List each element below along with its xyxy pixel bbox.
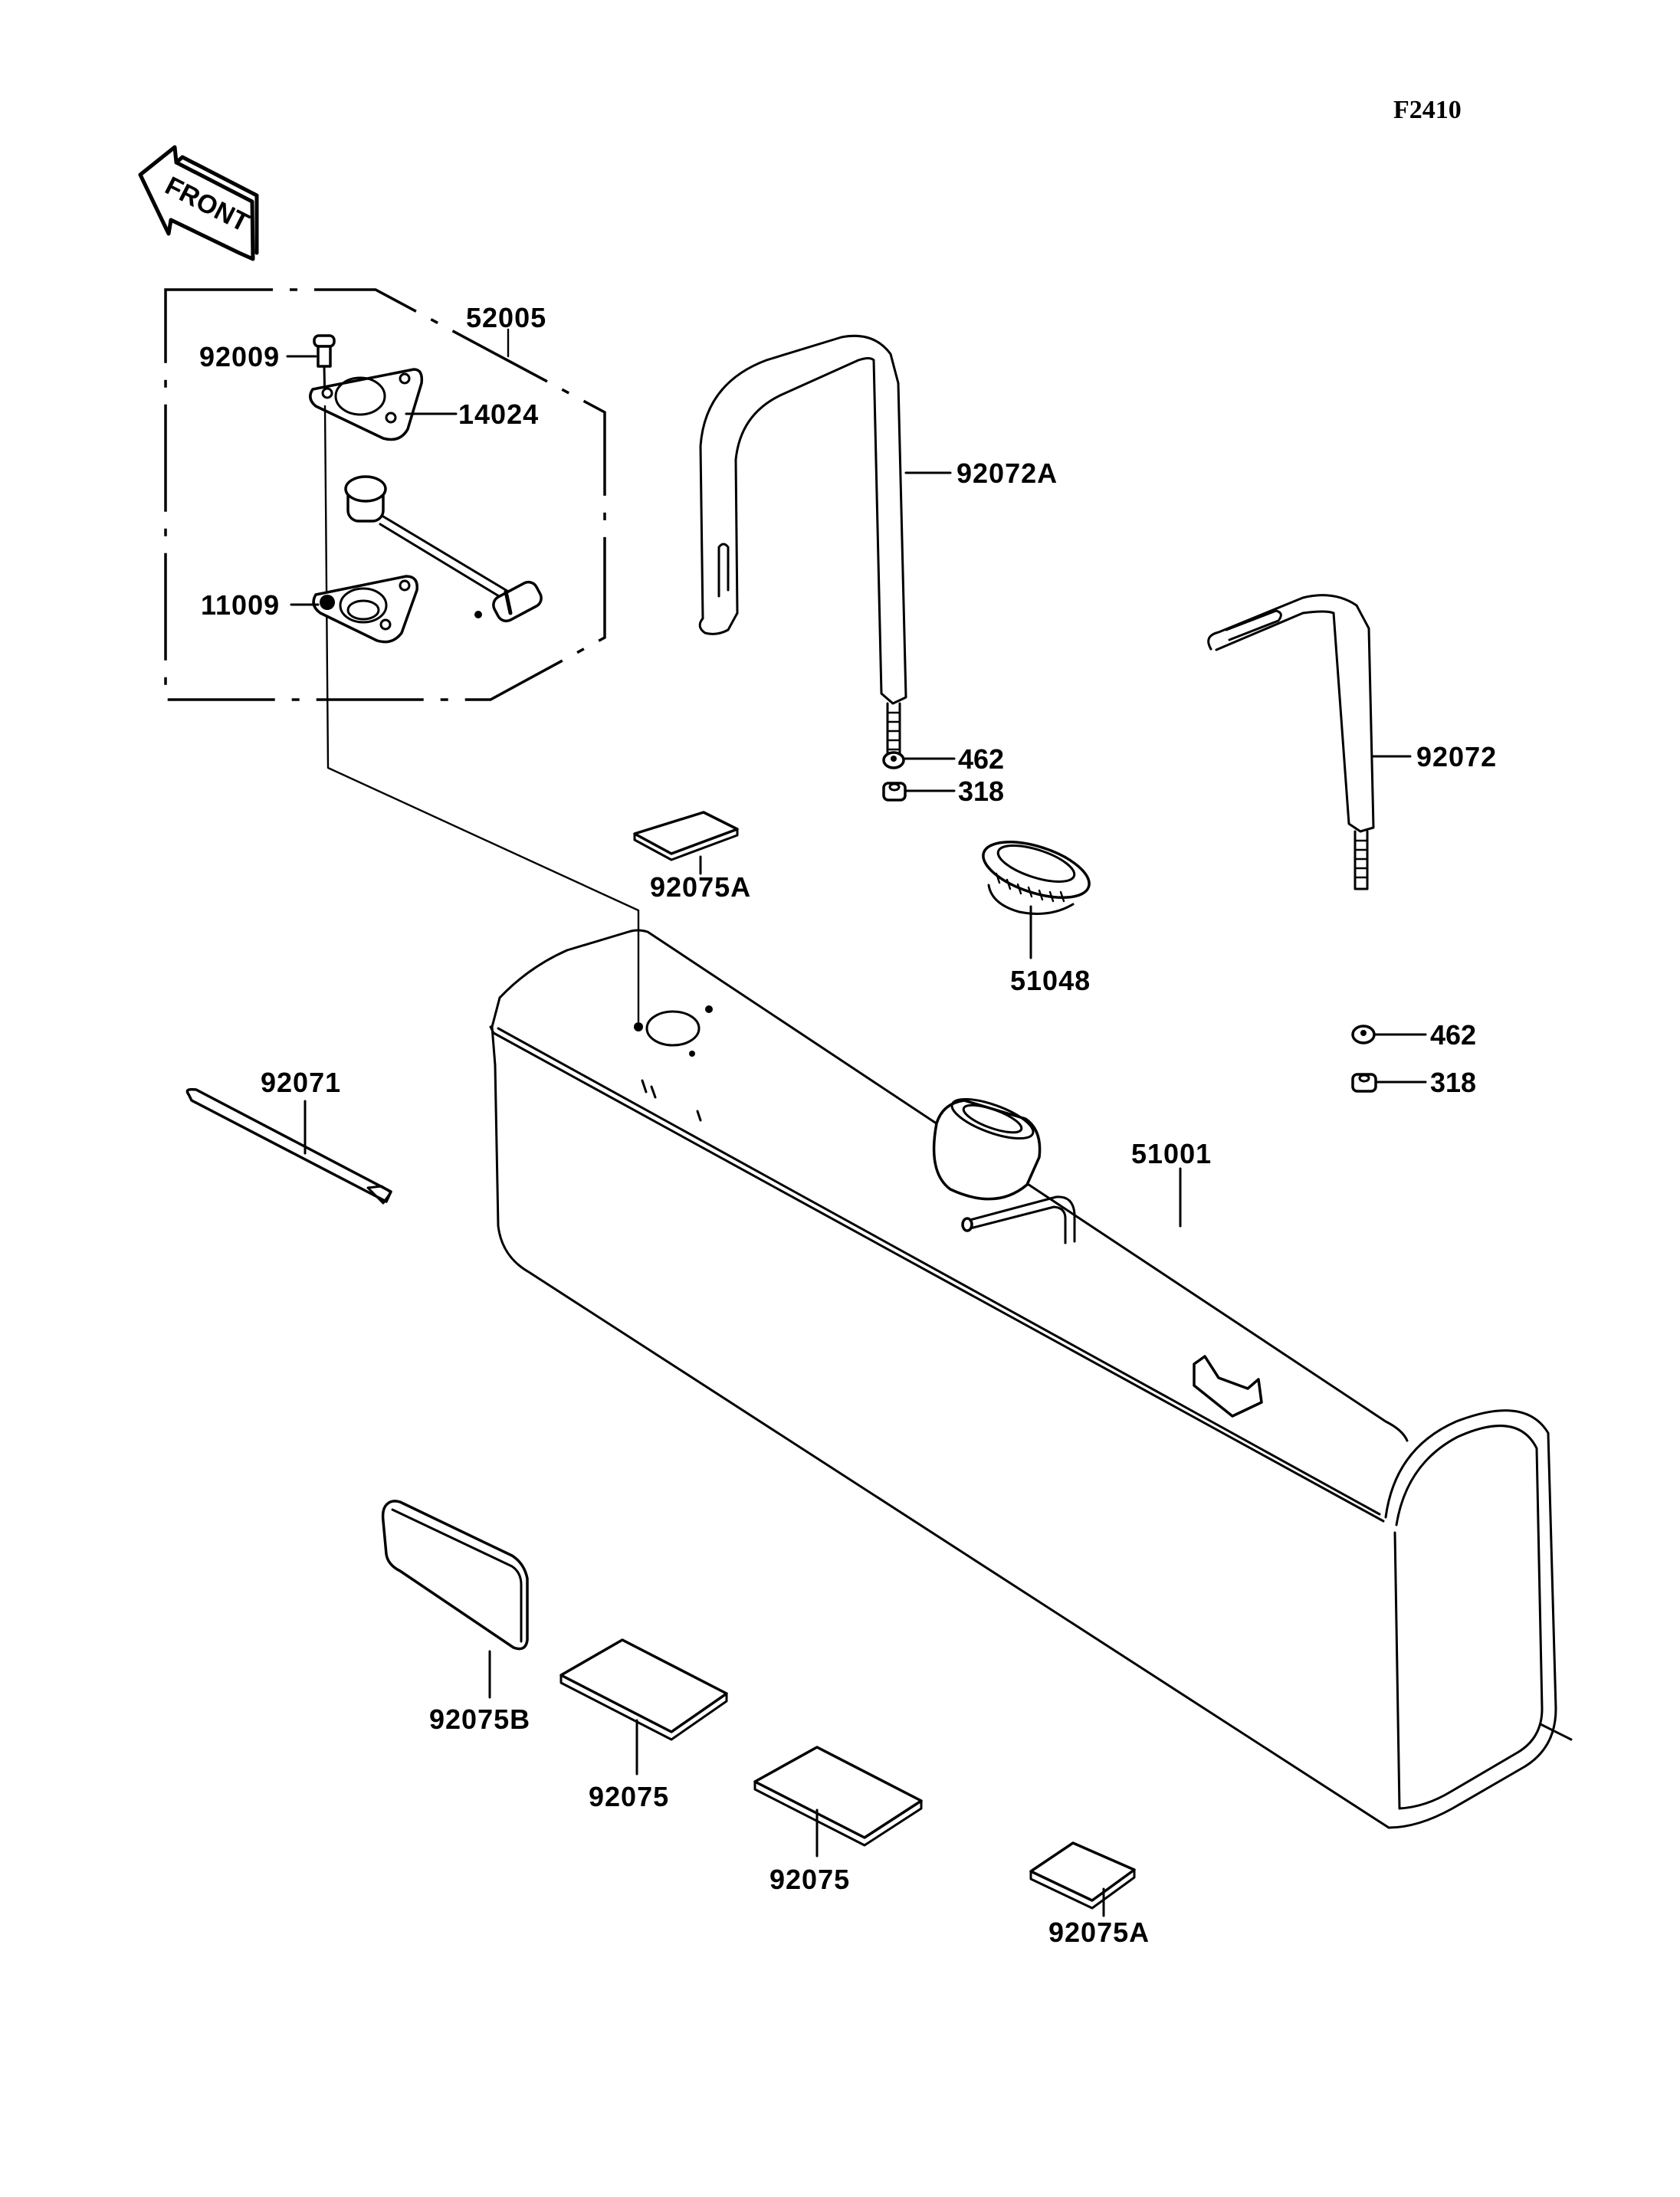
pad-92075-first	[559, 1638, 728, 1741]
callout-92072: 92072	[1416, 741, 1497, 772]
band-92072A	[698, 334, 907, 760]
callout-92075A-top: 92075A	[650, 871, 751, 903]
nut-318-left	[882, 782, 907, 802]
strip-92071	[185, 1087, 392, 1205]
callout-462-left: 462	[958, 743, 1004, 775]
callout-92072A: 92072A	[956, 457, 1058, 489]
band-92072	[1207, 594, 1375, 890]
nut-318-right	[1351, 1073, 1377, 1093]
pad-92075B	[381, 1500, 529, 1651]
callout-92009: 92009	[199, 341, 280, 372]
pad-92075A-top	[633, 811, 739, 861]
pad-92075-second	[753, 1746, 923, 1847]
callout-51001: 51001	[1131, 1138, 1212, 1169]
washer-462-right	[1351, 1025, 1376, 1044]
callout-318-left: 318	[958, 776, 1004, 807]
callout-11009: 11009	[201, 589, 280, 621]
plate-14024	[309, 368, 424, 441]
callout-92075-first: 92075	[589, 1781, 669, 1812]
callout-92075B: 92075B	[429, 1703, 530, 1735]
callout-92075A-bottom: 92075A	[1048, 1917, 1150, 1948]
callout-92075-second: 92075	[769, 1864, 850, 1895]
callout-51048: 51048	[1010, 965, 1091, 996]
tank-51001	[489, 929, 1573, 1829]
callout-52005: 52005	[466, 302, 546, 333]
callout-318-right: 318	[1430, 1067, 1476, 1098]
gasket-11009	[312, 575, 418, 644]
callout-14024: 14024	[458, 398, 539, 430]
callout-462-right: 462	[1430, 1019, 1476, 1051]
callout-92071: 92071	[261, 1067, 341, 1098]
assembly-52005-outline	[164, 288, 606, 701]
front-arrow-icon: FRONT	[138, 145, 259, 261]
front-label: FRONT	[160, 171, 254, 238]
pad-92075A-bottom	[1029, 1841, 1136, 1910]
washer-462-left	[882, 751, 905, 769]
figure-number: F2410	[1393, 96, 1462, 124]
cap-51048	[982, 841, 1091, 959]
fuel-sender-unit	[344, 475, 543, 623]
